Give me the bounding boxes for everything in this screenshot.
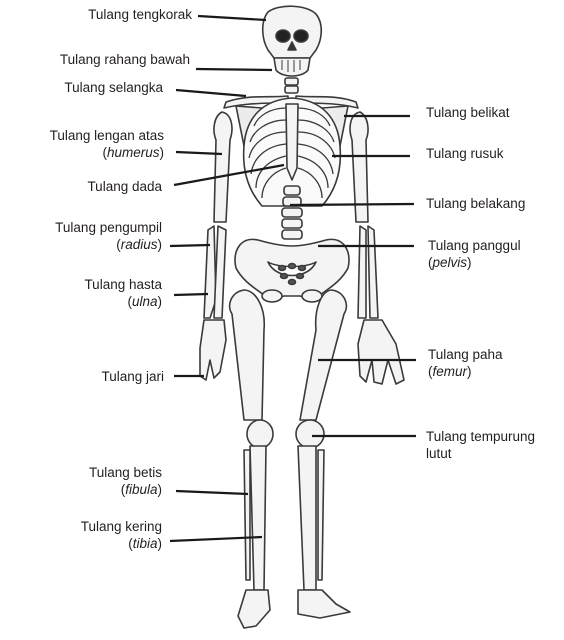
label-tulang-tempurung-line2: lutut bbox=[426, 446, 452, 461]
label-tulang-hasta-name: Tulang hasta bbox=[84, 277, 162, 292]
label-femur: (femur) bbox=[428, 364, 472, 379]
femur-left bbox=[228, 289, 266, 421]
spine bbox=[281, 185, 303, 240]
label-tibia: (tibia) bbox=[128, 536, 162, 551]
label-fibula: (fibula) bbox=[120, 482, 162, 497]
label-tulang-paha-name: Tulang paha bbox=[428, 347, 503, 362]
label-tulang-rusuk: Tulang rusuk bbox=[426, 146, 504, 161]
fibula-left bbox=[243, 449, 251, 581]
label-tulang-jari: Tulang jari bbox=[101, 369, 164, 384]
label-tulang-kering-name: Tulang kering bbox=[80, 519, 162, 534]
label-tulang-tempurung-lutut: Tulang tempurung lutut bbox=[426, 428, 535, 462]
femur-right bbox=[299, 289, 348, 421]
label-tulang-lengan-atas: Tulang lengan atas (humerus) bbox=[50, 127, 164, 161]
patella bbox=[295, 419, 325, 449]
label-tulang-betis: Tulang betis (fibula) bbox=[89, 464, 162, 498]
tibia-left bbox=[249, 445, 267, 591]
humerus-right bbox=[349, 111, 369, 223]
label-humerus: (humerus) bbox=[102, 145, 164, 160]
label-tulang-dada: Tulang dada bbox=[87, 179, 162, 194]
label-ulna: (ulna) bbox=[127, 294, 162, 309]
hand-left bbox=[199, 319, 227, 381]
label-tulang-rahang-bawah: Tulang rahang bawah bbox=[59, 52, 190, 67]
label-tulang-betis-name: Tulang betis bbox=[88, 465, 162, 480]
label-tulang-selangka: Tulang selangka bbox=[64, 80, 163, 95]
label-tulang-kering: Tulang kering (tibia) bbox=[81, 518, 162, 552]
label-tulang-pengumpil: Tulang pengumpil (radius) bbox=[55, 219, 162, 253]
mandible bbox=[273, 57, 311, 77]
label-tulang-paha: Tulang paha (femur) bbox=[428, 346, 503, 380]
label-tulang-tempurung-line1: Tulang tempurung bbox=[426, 429, 536, 444]
label-pelvis: (pelvis) bbox=[428, 255, 472, 270]
leader-lines bbox=[169, 14, 416, 543]
skull bbox=[261, 5, 323, 59]
sternum bbox=[285, 103, 299, 181]
label-tulang-hasta: Tulang hasta (ulna) bbox=[84, 276, 162, 310]
label-tulang-belikat: Tulang belikat bbox=[426, 105, 510, 120]
label-tulang-belakang: Tulang belakang bbox=[426, 196, 526, 211]
label-tulang-panggul: Tulang panggul (pelvis) bbox=[428, 237, 521, 271]
label-tulang-tengkorak: Tulang tengkorak bbox=[88, 7, 192, 22]
label-tulang-pengumpil-name: Tulang pengumpil bbox=[55, 220, 162, 235]
label-tulang-lengan-atas-name: Tulang lengan atas bbox=[49, 128, 164, 143]
humerus-left bbox=[213, 111, 233, 223]
label-radius: (radius) bbox=[116, 237, 162, 252]
label-tulang-panggul-name: Tulang panggul bbox=[428, 238, 521, 253]
